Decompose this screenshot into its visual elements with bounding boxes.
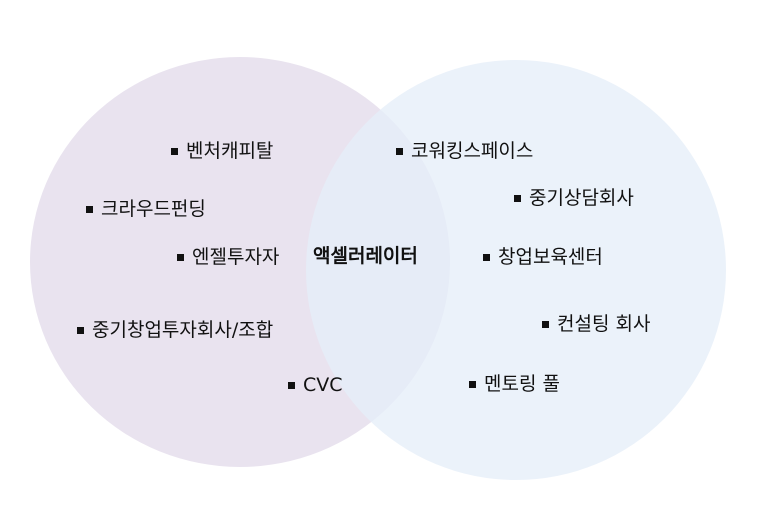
bullet-icon	[542, 320, 549, 328]
right-item-label: 멘토링 풀	[484, 373, 560, 395]
right-item: 컨설팅 회사	[542, 312, 650, 336]
bullet-icon	[396, 147, 403, 155]
bullet-icon	[86, 205, 93, 213]
bullet-icon	[514, 194, 521, 202]
right-item-label: 코워킹스페이스	[411, 140, 534, 162]
bullet-icon	[77, 326, 84, 334]
left-item: 벤처캐피탈	[171, 139, 273, 163]
bullet-icon	[171, 147, 178, 155]
left-item-label: CVC	[303, 374, 343, 396]
right-item: 코워킹스페이스	[396, 139, 533, 163]
right-circle	[306, 60, 726, 480]
bullet-icon	[177, 253, 184, 261]
bullet-icon	[483, 253, 490, 261]
left-item: CVC	[288, 373, 343, 397]
right-item-label: 컨설팅 회사	[557, 313, 651, 335]
left-item-label: 중기창업투자회사/조합	[92, 319, 274, 341]
right-item: 창업보육센터	[483, 245, 603, 269]
left-item-label: 엔젤투자자	[192, 246, 280, 268]
right-item: 중기상담회사	[514, 186, 634, 210]
left-item-label: 크라우드펀딩	[101, 198, 206, 220]
left-item: 엔젤투자자	[177, 245, 279, 269]
right-item: 멘토링 풀	[469, 372, 560, 396]
left-item: 크라우드펀딩	[86, 197, 206, 221]
right-item-label: 창업보육센터	[498, 246, 603, 268]
center-label: 액셀러레이터	[313, 245, 418, 267]
right-item-label: 중기상담회사	[529, 187, 634, 209]
bullet-icon	[469, 380, 476, 388]
bullet-icon	[288, 381, 295, 389]
left-item: 중기창업투자회사/조합	[77, 318, 273, 342]
left-item-label: 벤처캐피탈	[186, 140, 274, 162]
